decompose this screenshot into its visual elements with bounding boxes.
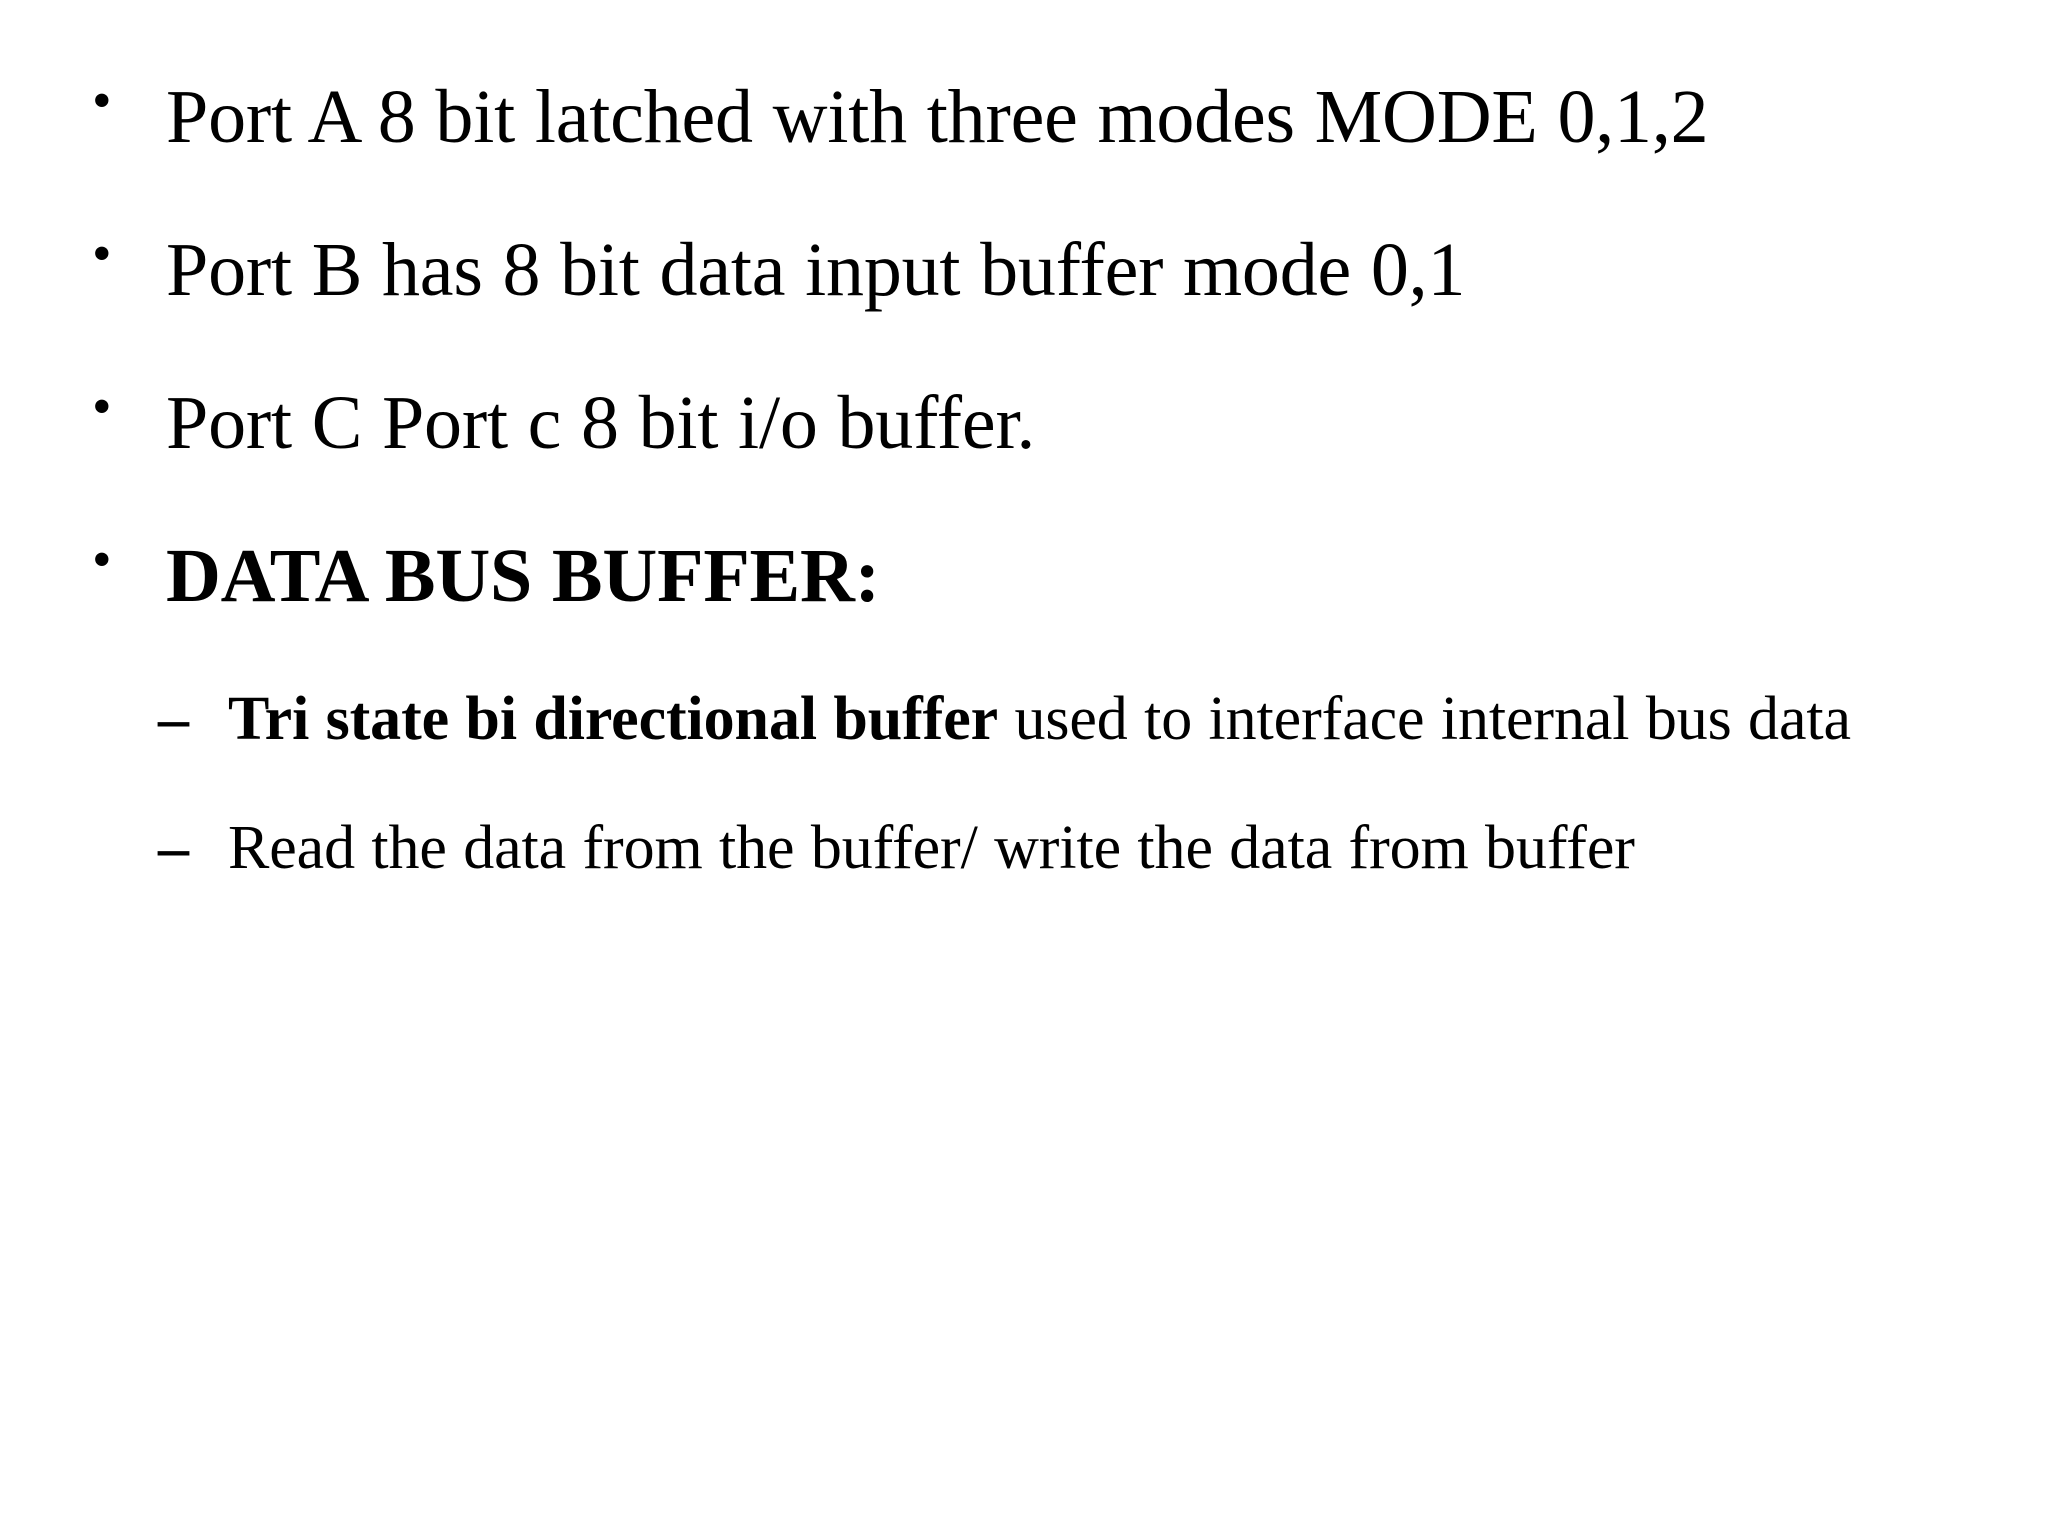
bullet-item-port-a: • Port A 8 bit latched with three modes … — [80, 56, 1960, 179]
dash-bullet-icon: – — [158, 685, 189, 754]
sub-bullet-item-read-write: – Read the data from the buffer/ write t… — [80, 797, 1960, 900]
bullet-item-data-bus-buffer: • DATA BUS BUFFER: — [80, 515, 1960, 638]
bullet-text-port-a: Port A 8 bit latched with three modes MO… — [166, 75, 1709, 159]
sub-bullet-item-tri-state: – Tri state bi directional buffer used t… — [80, 668, 1960, 771]
sub-bullet-text-tri-state: Tri state bi directional buffer used to … — [228, 668, 1960, 771]
bullet-dot-icon: • — [92, 223, 112, 286]
sub-bullet-rest-read-write: Read the data from the buffer/ write the… — [228, 814, 1635, 883]
bullet-item-port-b: • Port B has 8 bit data input buffer mod… — [80, 209, 1960, 332]
bullet-item-port-c: • Port C Port c 8 bit i/o buffer. — [80, 362, 1960, 485]
sub-bullet-rest-tri-state: used to interface internal bus data — [998, 685, 1851, 754]
bullet-dot-icon: • — [92, 376, 112, 439]
sub-bullet-bold-prefix-tri-state: Tri state bi directional buffer — [228, 685, 999, 754]
bullet-text-port-c: Port C Port c 8 bit i/o buffer. — [166, 381, 1036, 466]
sub-bullet-text-read-write: Read the data from the buffer/ write the… — [228, 797, 1960, 900]
bullet-text-port-b: Port B has 8 bit data input buffer mode … — [166, 228, 1466, 313]
bullet-text-data-bus-buffer: DATA BUS BUFFER: — [166, 534, 880, 619]
bullet-dot-icon: • — [92, 529, 112, 592]
slide-body-content-placeholder: • Port A 8 bit latched with three modes … — [80, 56, 1960, 926]
dash-bullet-icon: – — [158, 814, 189, 883]
bullet-dot-icon: • — [92, 70, 112, 132]
